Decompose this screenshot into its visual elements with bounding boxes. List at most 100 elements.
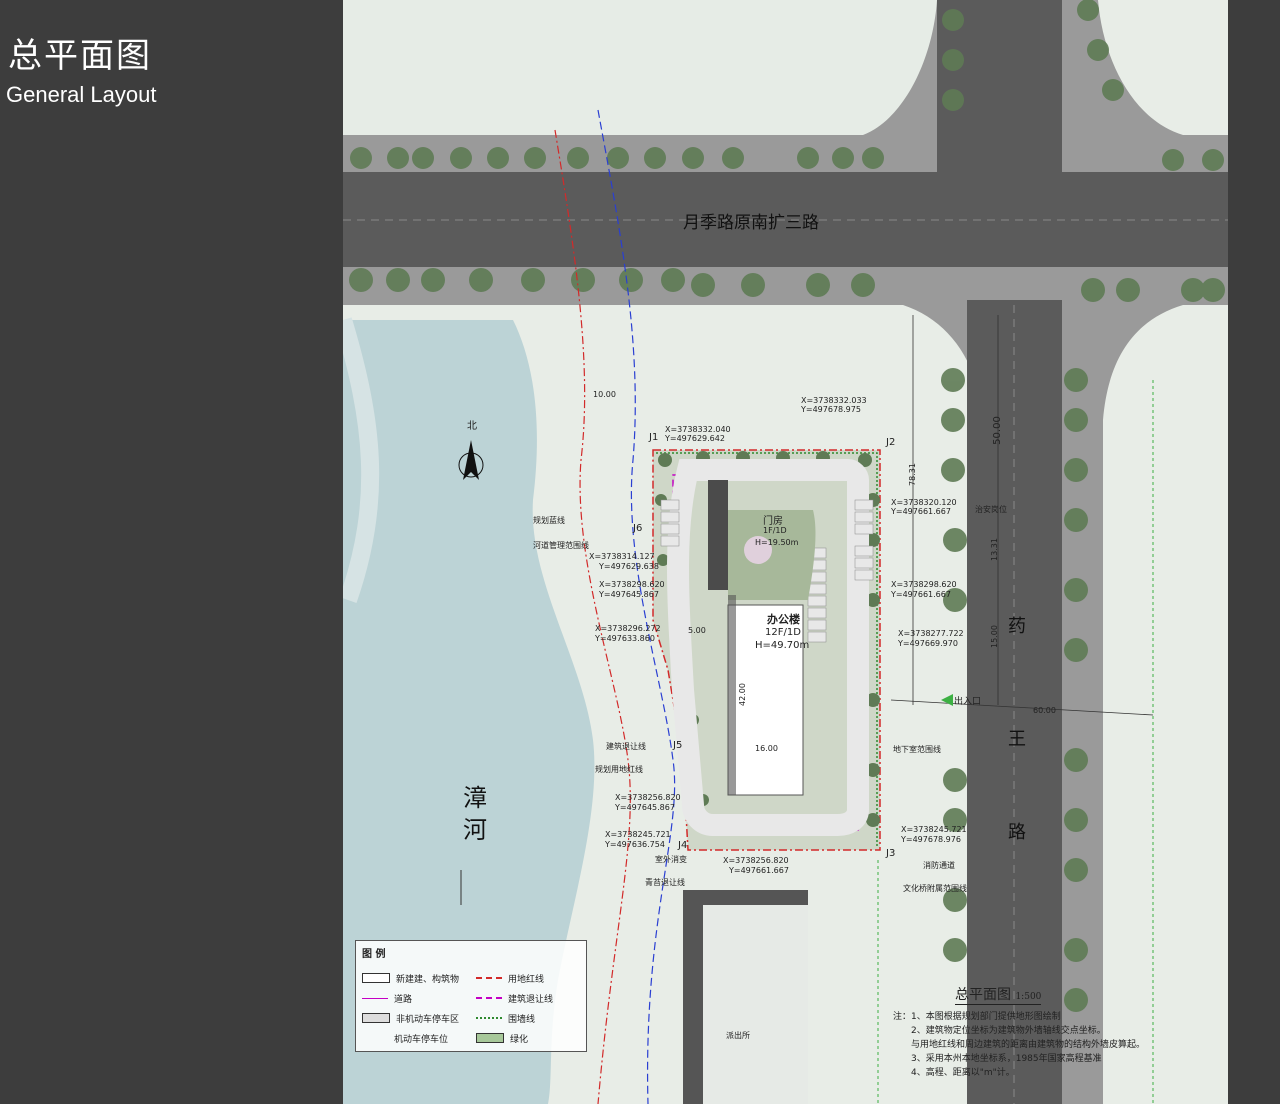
dimension-lines bbox=[890, 315, 1154, 716]
annex-name: 门房 bbox=[763, 516, 783, 527]
internal-road bbox=[667, 459, 869, 836]
coord-12x: X=3738245.721 bbox=[901, 825, 967, 834]
building-length: 42.00 bbox=[737, 683, 747, 706]
coord-8y: Y=497669.970 bbox=[898, 639, 958, 648]
river-char-1: 漳 bbox=[463, 784, 487, 812]
coord-2y: Y=497678.975 bbox=[801, 405, 861, 414]
notes-title: 总平面图 1:500 bbox=[955, 984, 1042, 1005]
legend-item-green: 绿化 bbox=[476, 1031, 528, 1045]
note-line-1: 注：1、本图根据规划部门提供地形图绘制 bbox=[893, 1012, 1061, 1022]
parking bbox=[660, 499, 874, 643]
point-j4: J4 bbox=[678, 840, 688, 851]
entrance-label: 出入口 bbox=[954, 697, 982, 707]
coord-4x: X=3738314.127 bbox=[589, 552, 655, 561]
legend-item-bike: 非机动车停车区 bbox=[362, 1011, 459, 1025]
callout-security: 治安岗位 bbox=[975, 505, 1007, 514]
point-j5: J5 bbox=[673, 740, 683, 751]
coord-7x: X=3738298.620 bbox=[891, 580, 957, 589]
legend-item-wall: 围墙线 bbox=[476, 1011, 535, 1025]
compass bbox=[458, 440, 484, 480]
annex-shadow bbox=[708, 480, 728, 590]
building-width: 16.00 bbox=[755, 744, 778, 753]
building-name: 办公楼 bbox=[767, 613, 800, 626]
north-park bbox=[343, 0, 937, 135]
coord-1x: X=3738332.040 bbox=[665, 425, 731, 434]
notes: 注：1、本图根据规划部门提供地形图绘制 2、建筑物定位坐标为建筑物外墙轴线交点坐… bbox=[893, 1010, 1213, 1080]
police-label: 派出所 bbox=[726, 1031, 750, 1040]
river bbox=[343, 320, 595, 1104]
legend-item-road: 道路 bbox=[362, 991, 412, 1005]
page-subtitle: General Layout bbox=[6, 82, 157, 107]
right-margin bbox=[1228, 0, 1280, 1104]
point-j6: J6 bbox=[633, 523, 643, 534]
river-char-2: 河 bbox=[463, 816, 487, 844]
dim-7831: 78.31 bbox=[907, 463, 917, 486]
coord-1y: Y=497629.642 bbox=[665, 434, 725, 443]
dim-50: 50.00 bbox=[991, 416, 1003, 445]
annex-height: H=19.50m bbox=[755, 538, 799, 547]
legend-item-redline: 用地红线 bbox=[476, 971, 544, 985]
note-line-3: 与用地红线和周边建筑的距离由建筑物的结构外墙皮算起。 bbox=[911, 1040, 1146, 1050]
plan-drawing bbox=[343, 0, 1228, 1104]
dim-1331: 13.31 bbox=[989, 538, 999, 561]
dim-setback: 10.00 bbox=[593, 390, 616, 399]
east-road-char-2: 王 bbox=[1008, 729, 1026, 750]
coord-5y: Y=497645.867 bbox=[599, 590, 659, 599]
callout-planning-line: 规划蓝线 bbox=[533, 516, 565, 525]
coord-3x: X=3738320.120 bbox=[891, 498, 957, 507]
point-j3: J3 bbox=[886, 848, 896, 859]
page-title: 总平面图 bbox=[8, 36, 152, 76]
coord-11y: Y=497661.667 bbox=[729, 866, 789, 875]
building-height: H=49.70m bbox=[755, 640, 810, 651]
planning-red-line bbox=[554, 129, 631, 1104]
coord-11x: X=3738256.820 bbox=[723, 856, 789, 865]
callout-outdoor: 室外消变 bbox=[655, 855, 687, 864]
coord-6y: Y=497633.860 bbox=[595, 634, 655, 643]
point-j2: J2 bbox=[886, 437, 896, 448]
coord-10y: Y=497636.754 bbox=[605, 840, 665, 849]
legend-item-building: 新建建、构筑物 bbox=[362, 971, 459, 985]
legend-title: 图 例 bbox=[362, 949, 386, 960]
north-road-name: 月季路原南扩三路 bbox=[683, 213, 819, 233]
legend: 图 例 新建建、构筑物 用地红线 道路 建筑退让线 非机动车停车区 围墙线 机动… bbox=[355, 940, 587, 1052]
coord-12y: Y=497678.976 bbox=[901, 835, 961, 844]
dim-15: 15.00 bbox=[989, 625, 999, 648]
coord-9x: X=3738256.820 bbox=[615, 793, 681, 802]
annex-floors: 1F/1D bbox=[763, 526, 787, 535]
coord-9y: Y=497645.867 bbox=[615, 803, 675, 812]
callout-river-line: 河道管理范围线 bbox=[533, 541, 589, 550]
site-plan: 月季路原南扩三路 药 王 路 漳 河 北 办公楼 12F/1D H=49.70m… bbox=[343, 0, 1228, 1104]
dim-5: 5.00 bbox=[688, 626, 706, 635]
coord-4y: Y=497629.638 bbox=[599, 562, 659, 571]
garden-feature bbox=[744, 536, 772, 564]
compass-label: 北 bbox=[467, 421, 477, 432]
callout-fire: 消防通道 bbox=[923, 861, 955, 870]
callout-basement: 地下室范围线 bbox=[893, 745, 941, 754]
river-management-line bbox=[597, 109, 676, 1104]
east-road-char-3: 路 bbox=[1008, 822, 1026, 843]
note-line-2: 2、建筑物定位坐标为建筑物外墙轴线交点坐标。 bbox=[911, 1026, 1106, 1036]
street-trees bbox=[349, 0, 1225, 1012]
garden bbox=[728, 510, 816, 600]
coord-8x: X=3738277.722 bbox=[898, 629, 964, 638]
police-building bbox=[683, 890, 808, 1104]
coord-2x: X=3738332.033 bbox=[801, 396, 867, 405]
building-floors: 12F/1D bbox=[765, 627, 801, 638]
coord-5x: X=3738298.620 bbox=[599, 580, 665, 589]
east-road-char-1: 药 bbox=[1008, 616, 1026, 637]
callout-civil: 文化桥附属范围线 bbox=[903, 884, 967, 893]
building-shadow bbox=[728, 595, 736, 795]
callout-green-line: 青苔退让线 bbox=[645, 878, 685, 887]
dim-60: 60.00 bbox=[1033, 706, 1056, 715]
coord-7y: Y=497661.667 bbox=[891, 590, 951, 599]
office-building bbox=[727, 604, 804, 796]
note-line-5: 4、高程、距离以"m"计。 bbox=[911, 1068, 1015, 1078]
entrance-arrow bbox=[941, 694, 953, 706]
police-yard bbox=[703, 905, 808, 1104]
legend-item-parking: 机动车停车位 bbox=[394, 1034, 449, 1045]
callout-build-line: 建筑退让线 bbox=[606, 742, 646, 751]
note-line-4: 3、采用本州本地坐标系，1985年国家高程基准 bbox=[911, 1054, 1102, 1064]
point-j1: J1 bbox=[649, 432, 659, 443]
coord-6x: X=3738296.272 bbox=[595, 624, 661, 633]
legend-item-setback: 建筑退让线 bbox=[476, 991, 553, 1005]
